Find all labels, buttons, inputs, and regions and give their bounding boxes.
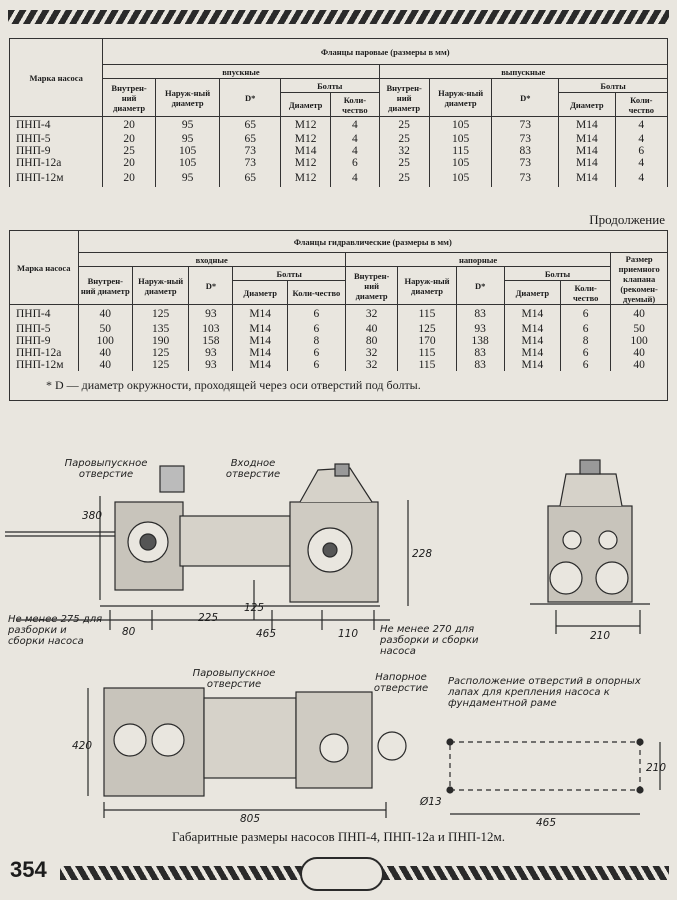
dim-110: 110 [338,628,359,640]
th-bolt-diam: Диаметр [232,280,288,305]
mounting-holes-note: Расположение отверстий в опорных лапах д… [448,676,641,709]
th-d: D* [188,266,234,305]
th-out: выпускные [378,64,668,79]
th-bolts: Болты [503,266,612,281]
th-inner: Внутрен-ний диаметр [344,266,399,305]
dim-420: 420 [72,740,93,752]
th-outer: Наруж-ный диаметр [397,266,457,305]
th-bolt-diam: Диаметр [558,92,616,117]
th-outer: Наруж-ный диаметр [132,266,190,305]
steam-outlet-label-plan: Паровыпускное отверстие [192,668,276,690]
dim-210-front: 210 [590,630,611,642]
dim-465-top: 465 [256,628,277,640]
th-bolt-diam: Диаметр [279,92,332,117]
page-number: 354 [10,857,47,882]
dim-80: 80 [122,626,136,638]
th-bolt-qty: Коли-чество [560,280,612,305]
pump-front-view [530,459,650,634]
steam-flange-table: Марка насоса Фланцы паровые (размеры в м… [8,38,669,187]
dim-210-plan: 210 [646,762,667,774]
th-group: Фланцы гидравлические (размеры в мм) [77,230,669,253]
inlet-label: Входное отверстие [225,458,281,480]
th-brand: Марка насоса [9,230,79,305]
footnote: * D — диаметр окружности, проходящей чер… [9,370,668,401]
th-d: D* [455,266,505,305]
dim-465-plan: 465 [536,817,557,829]
clearance-left-note: Не менее 275 для разборки и сборки насос… [8,614,103,647]
dim-380: 380 [82,510,103,522]
th-inner: Внутрен-ний диаметр [102,78,156,117]
dim-805: 805 [240,813,261,825]
th-bolts: Болты [279,78,380,93]
th-bolt-qty: Коли-чество [614,92,669,117]
th-brand: Марка насоса [8,38,104,117]
figure-caption: Габаритные размеры насосов ПНП-4, ПНП-12… [171,829,506,844]
clearance-right-note: Не менее 270 для разборки и сборки насос… [380,624,479,657]
continued-label: Продолжение [589,212,665,227]
mounting-hole-layout [449,741,641,791]
th-inner: Внутрен-ний диаметр [378,78,430,117]
footnote-row: * D — диаметр окружности, проходящей чер… [9,370,668,401]
th-bolts: Болты [558,78,668,93]
top-ornament-band [8,10,669,24]
steam-outlet-label: Паровыпускное отверстие [64,458,148,480]
pump-plan-view [87,687,407,818]
th-bolt-qty: Коли-чество [286,280,346,305]
dim-hole-diameter: Ø13 [420,796,442,808]
dim-225: 225 [198,612,219,624]
pump-side-view [5,463,409,630]
th-in: впускные [102,64,380,79]
emblem-icon [300,857,384,891]
pump-dimension-drawing [5,459,661,818]
th-valve: Размер приемного клапана (рекомен-дуемый… [610,252,668,305]
th-bolt-qty: Коли-чество [330,92,380,117]
th-inner: Внутрен-ний диаметр [77,266,134,305]
th-d: D* [219,78,281,117]
hydraulic-flange-table: Марка насоса Фланцы гидравлические (разм… [9,230,669,401]
th-d: D* [491,78,560,117]
th-in: входные [77,252,346,267]
th-group: Фланцы паровые (размеры в мм) [102,38,668,65]
mounting-holes [446,738,661,815]
th-out: напорные [344,252,612,267]
dim-125: 125 [244,602,265,614]
dim-228: 228 [412,548,433,560]
pressure-outlet-label: Напорное отверстие [373,672,429,694]
th-outer: Наруж-ный диаметр [154,78,221,117]
th-bolt-diam: Диаметр [503,280,562,305]
th-bolts: Болты [232,266,346,281]
th-outer: Наруж-ный диаметр [428,78,493,117]
